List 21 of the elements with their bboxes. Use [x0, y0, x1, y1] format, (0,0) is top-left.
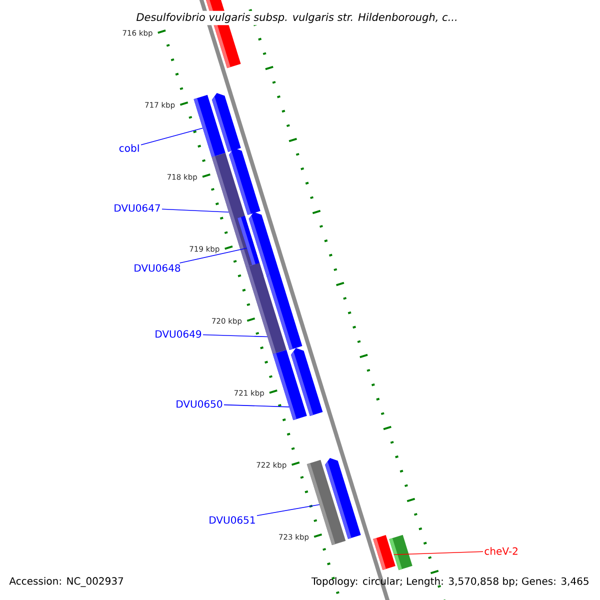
gene-label: DVU0650: [176, 400, 222, 408]
title: Desulfovibrio vulgaris subsp. vulgaris str. Hildenborough, c...: [134, 10, 460, 26]
leader-line: [394, 551, 484, 556]
leader-line: [224, 404, 290, 408]
gene-label: cobI: [119, 144, 139, 152]
footer-text: Accession: NC_002937: [9, 577, 124, 587]
gene-label: DVU0647: [114, 204, 160, 212]
gene-bar: [246, 262, 286, 354]
gene-bar: [306, 460, 346, 546]
leader-line: [179, 248, 248, 264]
leader-line: [202, 334, 268, 338]
gene-bar: [194, 94, 226, 158]
gene-label: cheV-2: [484, 547, 518, 555]
gene-bar: [389, 534, 412, 570]
leader-line: [256, 504, 320, 516]
gene-label: DVU0649: [156, 330, 202, 338]
gene-bar: [272, 350, 307, 420]
leader-line: [140, 128, 204, 146]
leader-line: [162, 208, 230, 213]
gene-label: DVU0651: [210, 516, 255, 524]
gene-label: DVU0648: [134, 264, 180, 272]
